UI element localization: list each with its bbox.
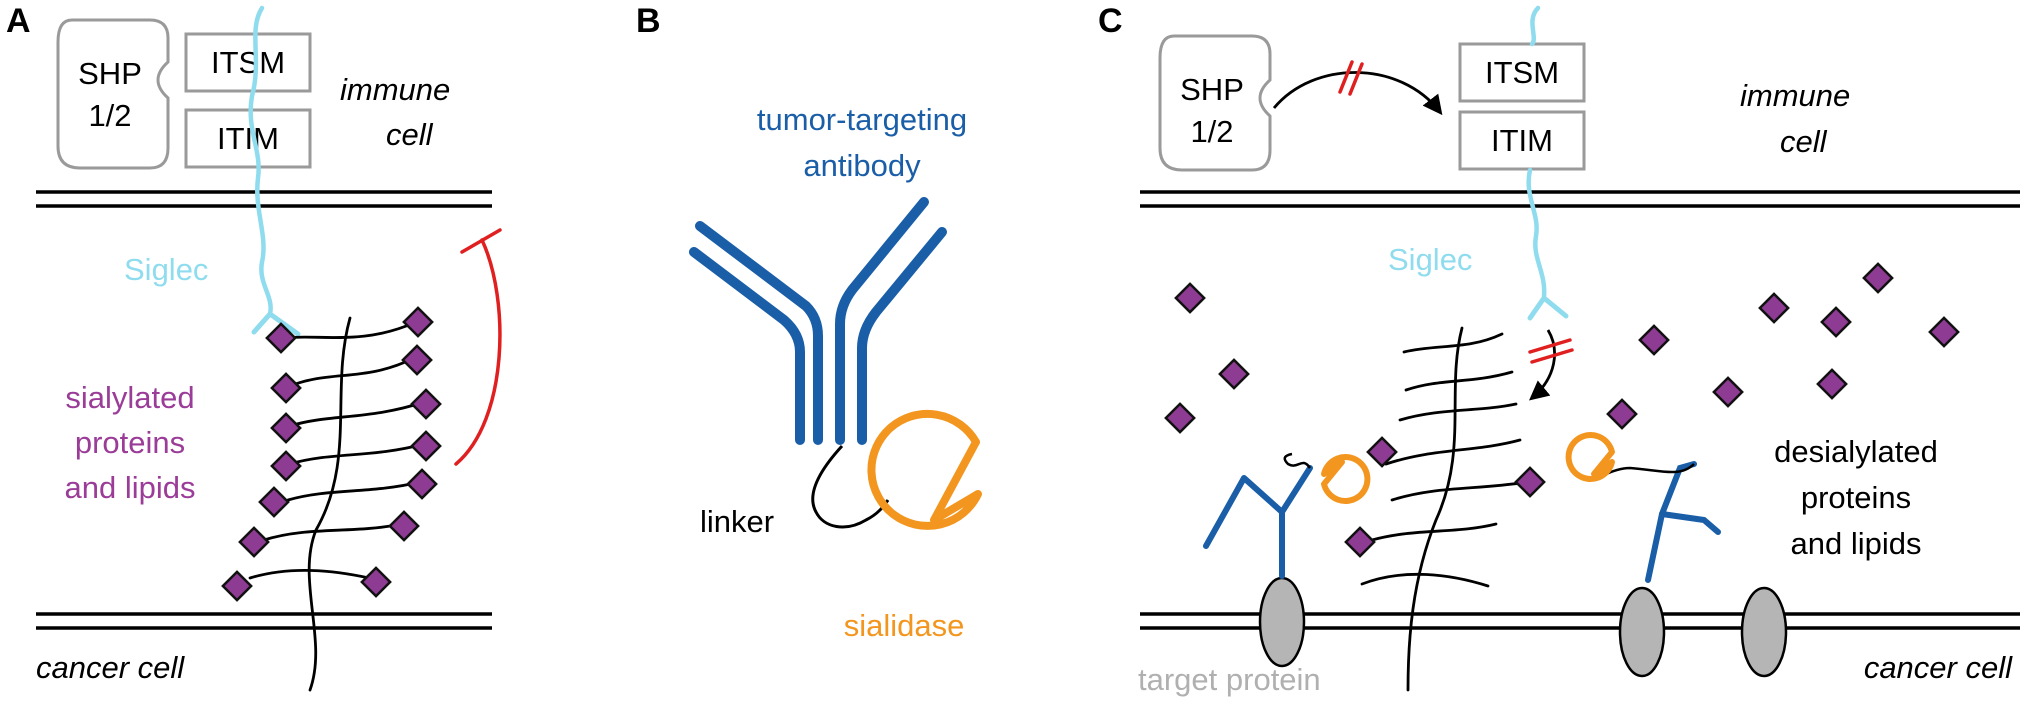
sialic-acids-bound-c [1344, 436, 1546, 558]
desialylated-label-c-1: desialylated [1774, 434, 1938, 469]
sialic-acid [221, 570, 253, 602]
cancer-membrane-a [36, 612, 492, 630]
sialic-acid [1218, 358, 1250, 390]
sialic-acid [1758, 292, 1790, 324]
sialic-acid [258, 486, 290, 518]
itsm-box-c [1458, 42, 1586, 103]
linker-b [811, 444, 890, 529]
cancer-cell-label-a: cancer cell [36, 650, 185, 685]
shp-label-a-2: 1/2 [88, 98, 131, 133]
block-mark-shp-c [1338, 60, 1364, 96]
shp-label-a-1: SHP [78, 56, 142, 91]
immune-membrane-a [36, 190, 492, 208]
sialic-acid [1928, 316, 1960, 348]
sialic-acid [1366, 436, 1398, 468]
immune-membrane-c [1140, 190, 2020, 208]
sialic-acid [401, 344, 433, 376]
block-mark-siglec-c [1528, 338, 1574, 364]
siglec-binding-site-c [1527, 294, 1569, 321]
sialidase-left-c [1321, 454, 1371, 504]
sialic-acid [388, 510, 420, 542]
sialic-acids-a [221, 306, 442, 602]
immune-cell-label-c-1: immune [1740, 78, 1850, 113]
shp-label-c-1: SHP [1180, 72, 1244, 107]
sialic-acid [1862, 262, 1894, 294]
target-proteins-c [1258, 576, 1788, 678]
itsm-box-a [184, 32, 312, 93]
antibody-bound-right-c [1645, 461, 1721, 583]
panel-c: C SHP 1/2 ITSM ITIM Siglec immune cell [1098, 2, 2020, 697]
antibody-label-b-2: antibody [803, 148, 921, 183]
itim-label-c: ITIM [1491, 123, 1553, 158]
sialic-acid [402, 306, 434, 338]
immune-cell-label-c-2: cell [1780, 124, 1828, 159]
siglec-binding-site-a [251, 310, 301, 337]
sialidase-label-b: sialidase [844, 608, 965, 643]
sialic-acid [1174, 282, 1206, 314]
sialic-acids-released-c [1164, 262, 1960, 434]
sialic-acid [1712, 376, 1744, 408]
sialic-acid [410, 388, 442, 420]
panel-c-letter: C [1098, 2, 1123, 40]
sialic-acid [270, 412, 302, 444]
shp-phosphatase-a [56, 18, 170, 170]
immune-cell-label-a-1: immune [340, 72, 450, 107]
panel-a: A SHP 1/2 ITSM ITIM Siglec immune cell [6, 2, 502, 692]
siglec-receptor-c [1526, 5, 1547, 299]
target-protein-label-c: target protein [1138, 662, 1321, 697]
sialylated-label-a-2: proteins [75, 425, 185, 460]
linker-left-c [1283, 452, 1312, 469]
itim-box-c [1458, 110, 1586, 171]
sialic-acid [265, 322, 297, 354]
target-protein [1258, 576, 1306, 668]
itsm-label-a: ITSM [211, 45, 285, 80]
sialic-acid [410, 430, 442, 462]
sialic-acid [1820, 306, 1852, 338]
cancer-cell-label-c: cancer cell [1864, 650, 2013, 685]
sialic-acid [270, 372, 302, 404]
sialidase-right-c [1565, 432, 1615, 482]
panel-b: B tumor-targeting antibody linker sialid… [636, 2, 982, 643]
itsm-label-c: ITSM [1485, 55, 1559, 90]
siglec-label-a: Siglec [124, 252, 208, 287]
inhibition-bar-a [460, 228, 502, 254]
glycoprotein-a [248, 316, 426, 692]
target-protein [1740, 586, 1788, 678]
sialic-acid [270, 450, 302, 482]
immune-cell-label-a-2: cell [386, 117, 434, 152]
itim-box-a [184, 108, 312, 169]
sialic-acid [360, 566, 392, 598]
shp-phosphatase-c [1158, 34, 1272, 172]
blocked-arrow-siglec-c [1528, 329, 1556, 401]
target-protein [1618, 586, 1666, 678]
siglec-label-c: Siglec [1388, 242, 1472, 277]
siglec-receptor-a [248, 5, 273, 317]
desialylated-label-c-3: and lipids [1791, 526, 1922, 561]
itim-label-a: ITIM [217, 121, 279, 156]
sialic-acid [1514, 466, 1546, 498]
glycoprotein-c [1360, 326, 1530, 692]
panel-a-letter: A [6, 2, 31, 40]
sialic-acid [1164, 402, 1196, 434]
sialic-acid [1344, 526, 1376, 558]
sialic-acid [1816, 368, 1848, 400]
sialic-acid [1606, 398, 1638, 430]
desialylated-label-c-2: proteins [1801, 480, 1911, 515]
antibody-label-b-1: tumor-targeting [757, 102, 967, 137]
sialic-acid [1638, 324, 1670, 356]
inhibition-arc-a [454, 238, 502, 466]
shp-label-c-2: 1/2 [1190, 114, 1233, 149]
sialic-acid [406, 468, 438, 500]
linker-label-b: linker [700, 504, 774, 539]
sialylated-label-a-3: and lipids [65, 470, 196, 505]
sialidase-b [867, 409, 982, 530]
panel-b-letter: B [636, 2, 661, 40]
sialic-acid [238, 526, 270, 558]
antibody-b [689, 197, 947, 445]
sialylated-label-a-1: sialylated [65, 380, 194, 415]
antibody-bound-left-c [1203, 465, 1313, 579]
